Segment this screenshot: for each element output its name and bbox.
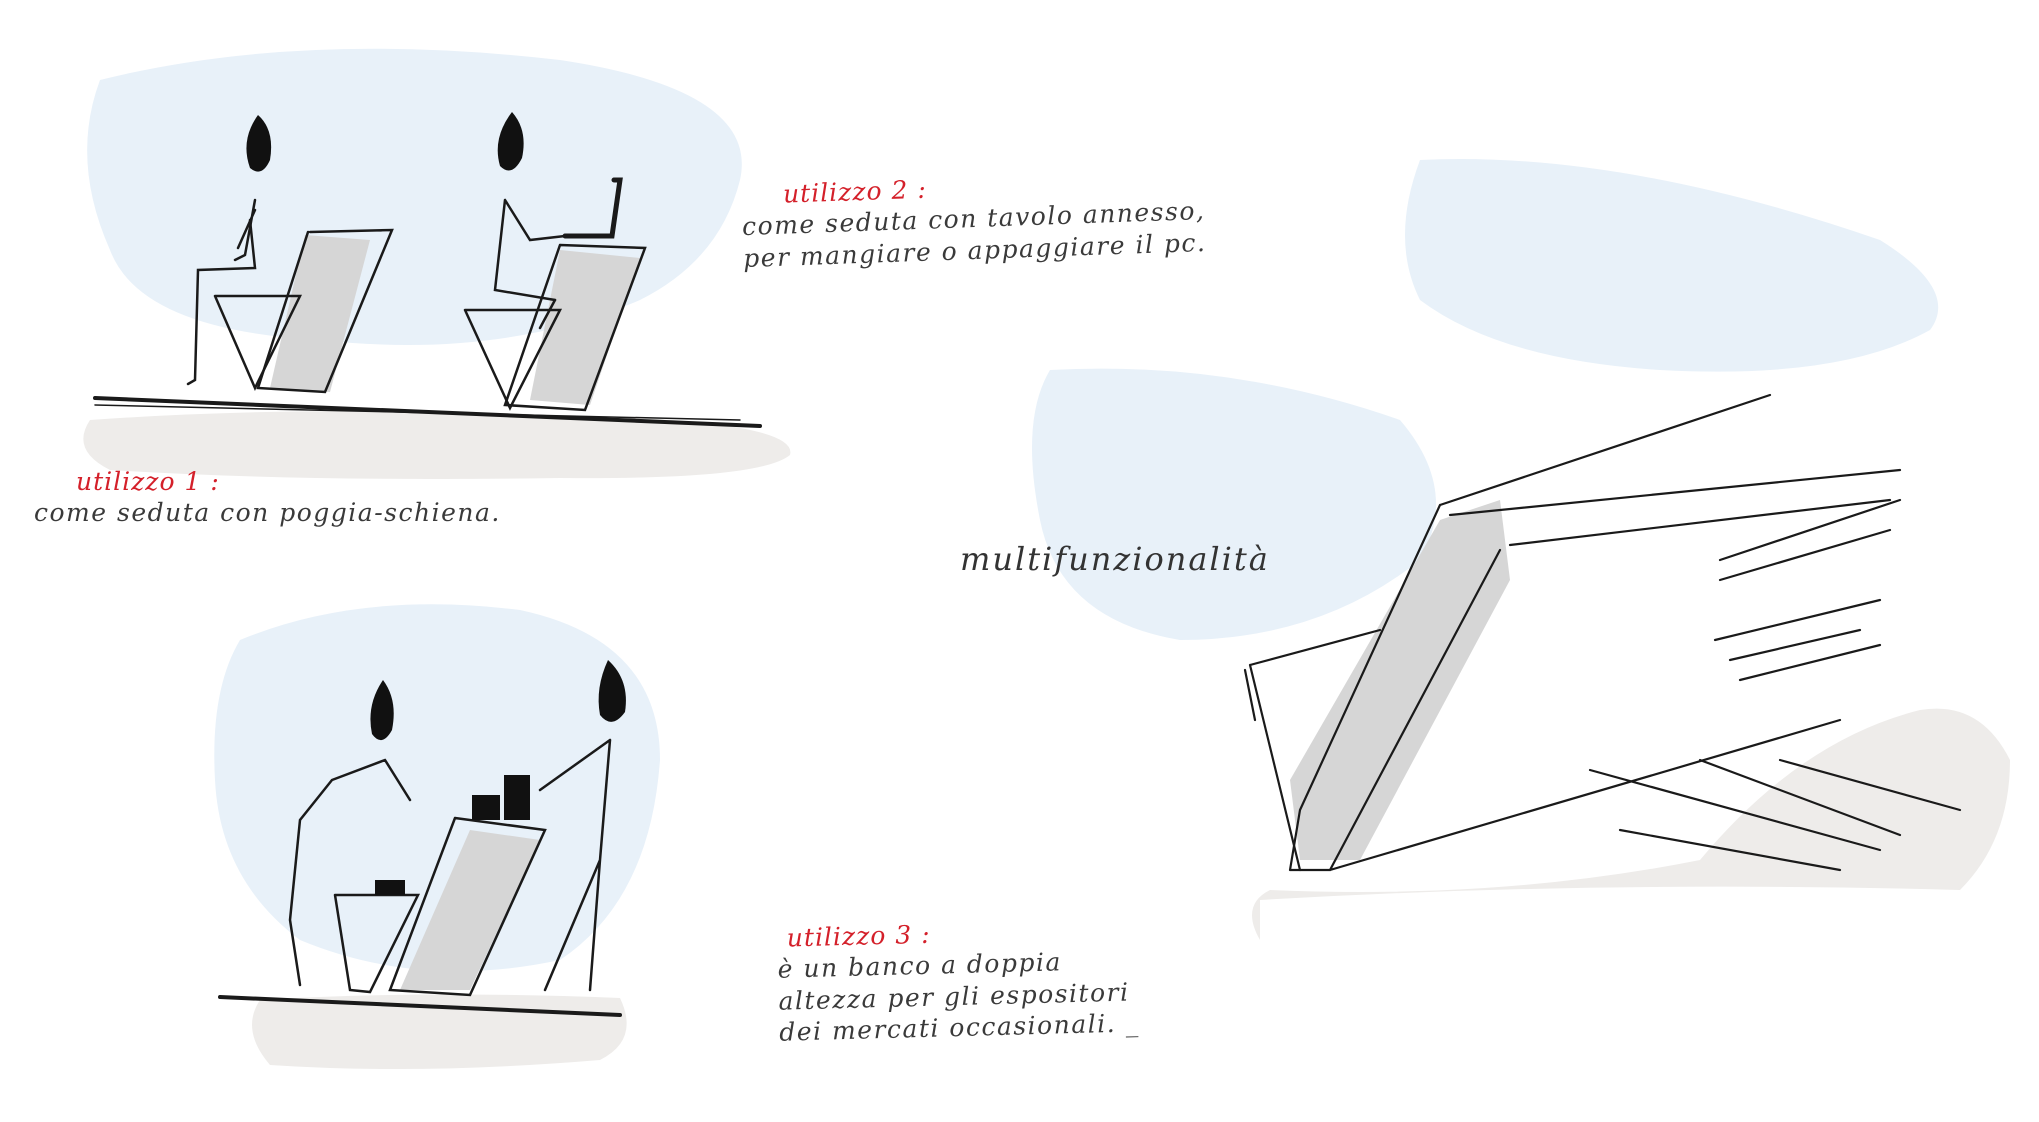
goods-box	[472, 795, 500, 820]
annotation-text: è un banco a doppia altezza per gli espo…	[777, 945, 1140, 1048]
annotation-utilizzo-1: utilizzo 1 : come seduta con poggia-schi…	[34, 466, 501, 529]
annotation-heading: utilizzo 1 :	[76, 466, 501, 497]
wash-blue-middle	[1032, 369, 1436, 640]
goods-box	[375, 880, 405, 895]
wash-blue-top-left	[87, 49, 742, 345]
annotation-utilizzo-3: utilizzo 3 : è un banco a doppia altezza…	[776, 913, 1139, 1047]
diagram-title: multifunzionalità	[960, 540, 1270, 578]
annotation-utilizzo-2: utilizzo 2 : come seduta con tavolo anne…	[741, 164, 1207, 274]
goods-box	[504, 775, 530, 820]
wash-blue-right	[1405, 159, 1938, 372]
annotation-text: come seduta con poggia-schiena.	[34, 497, 501, 528]
